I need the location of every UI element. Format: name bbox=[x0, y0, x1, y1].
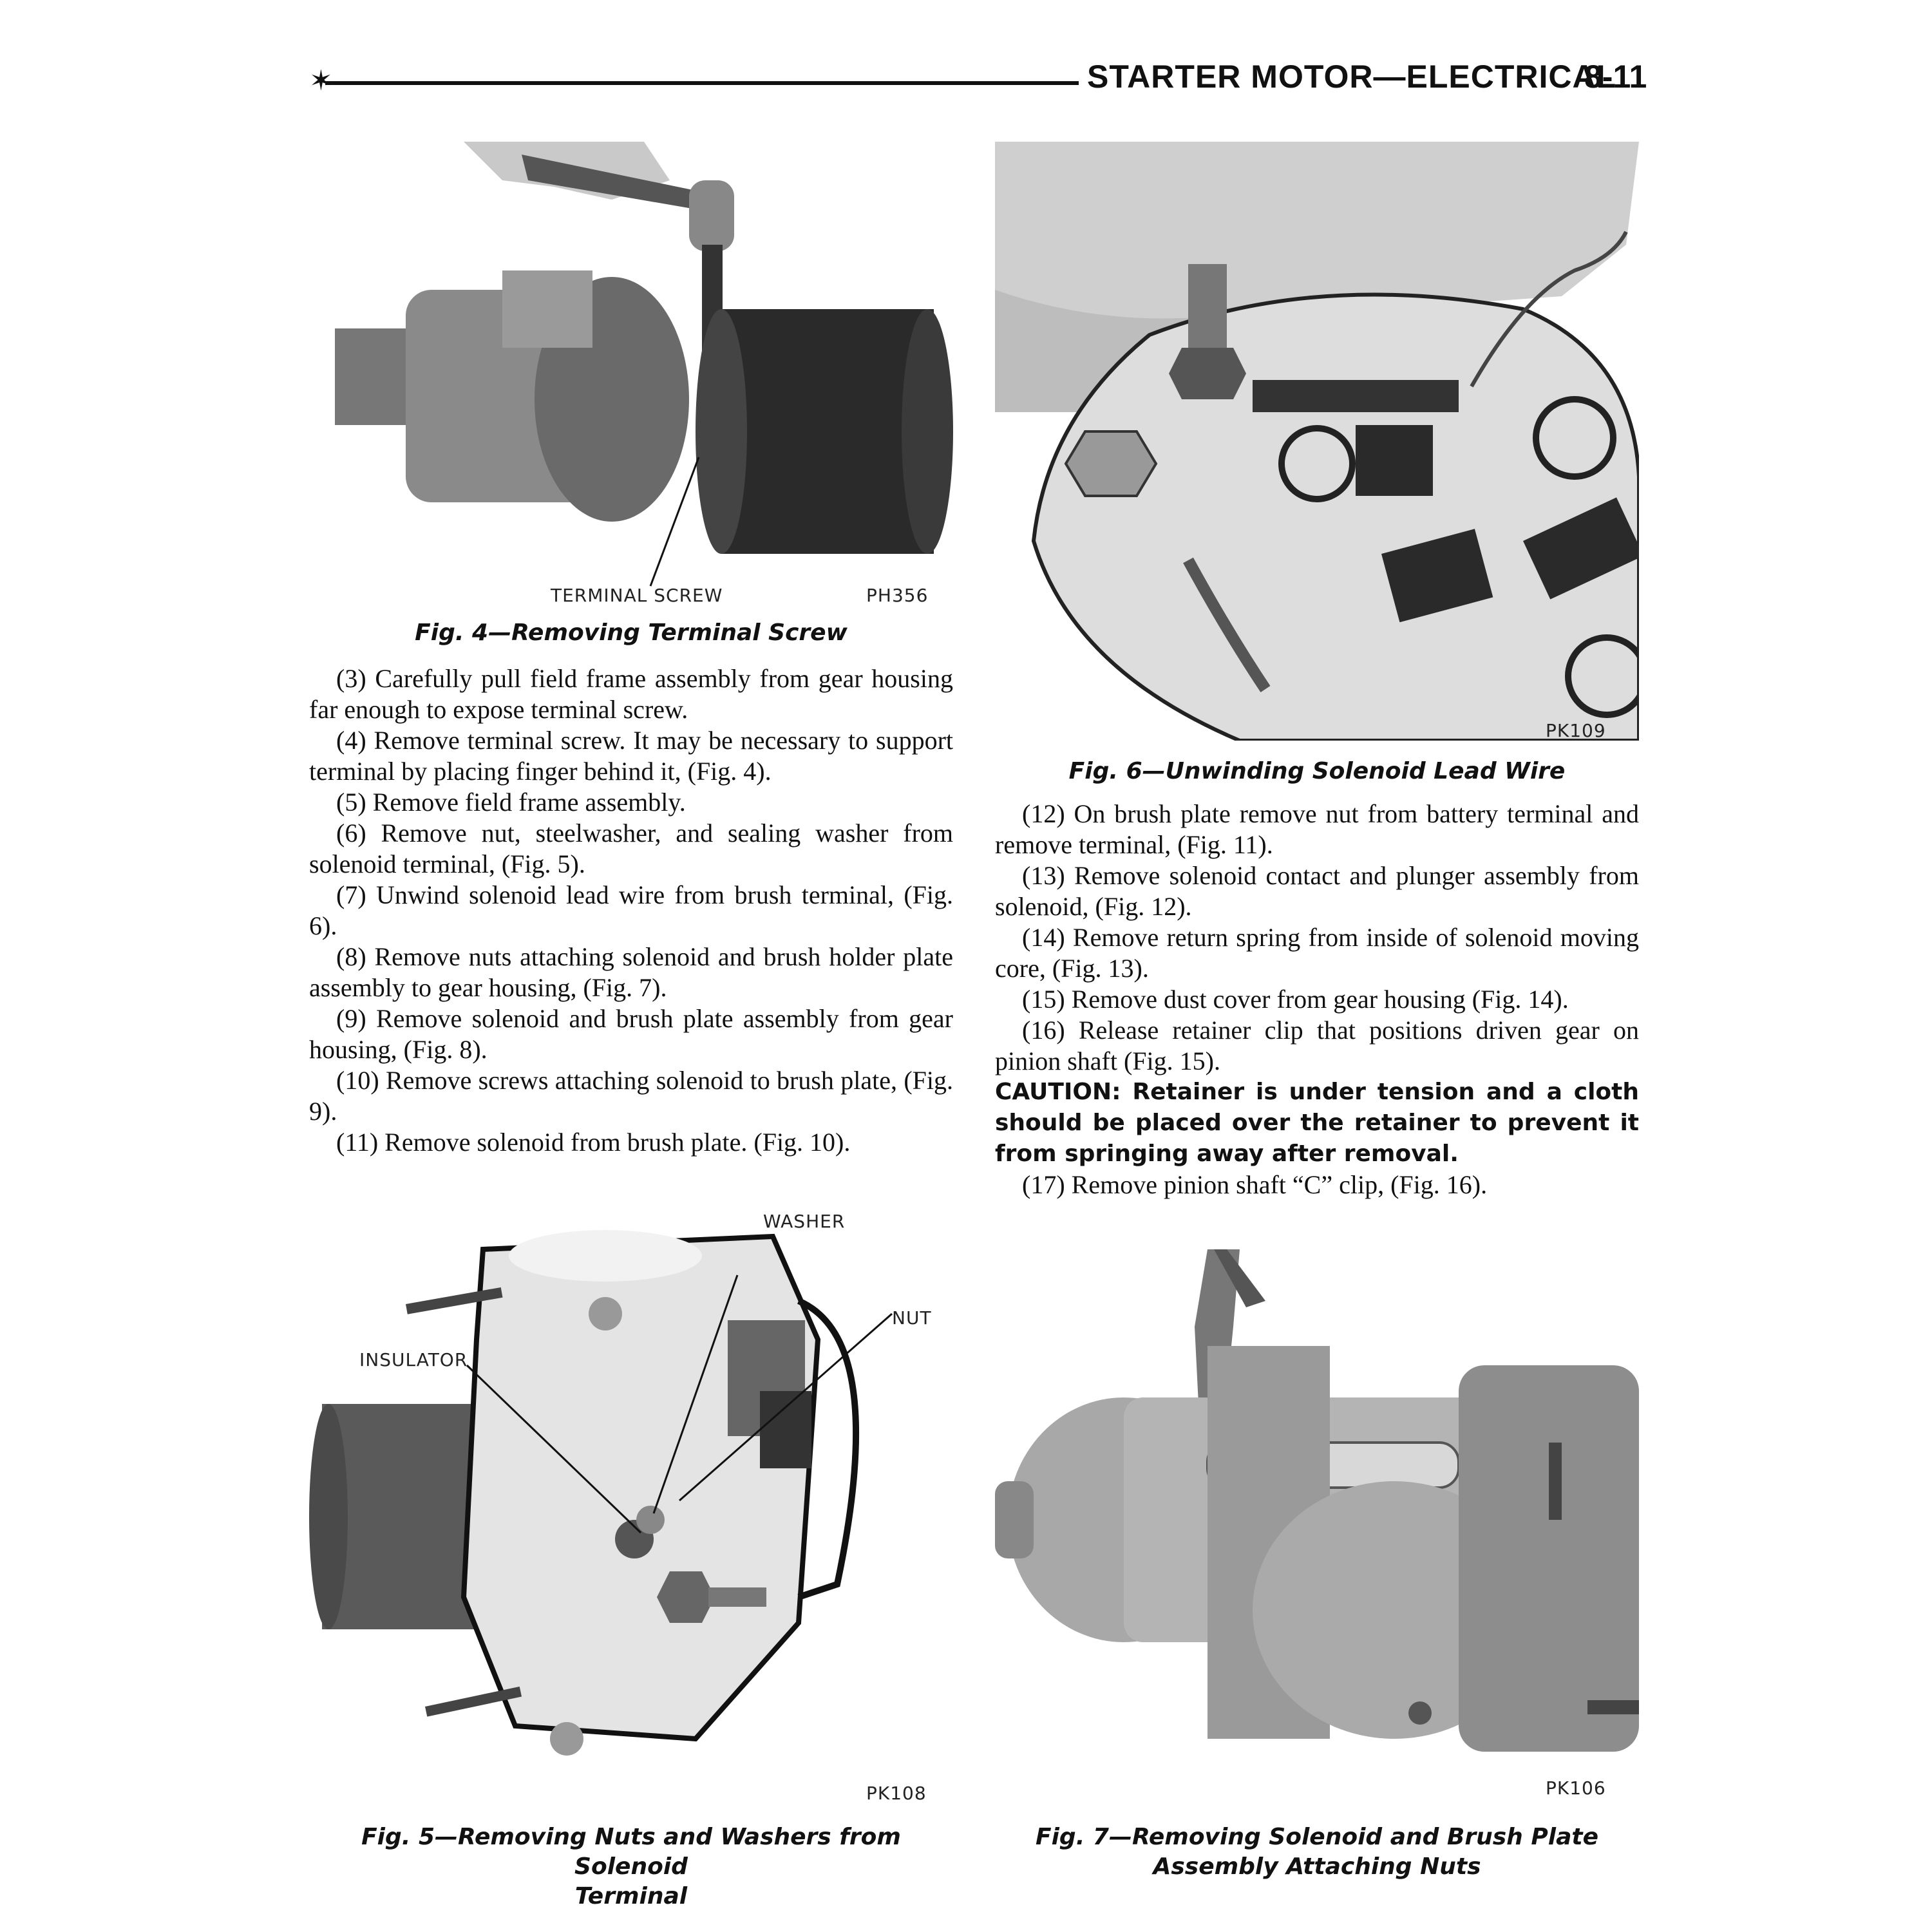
left-para-7: (7) Unwind solenoid lead wire from brush… bbox=[309, 880, 953, 940]
fig5-caption: Fig. 5—Removing Nuts and Washers from So… bbox=[309, 1823, 953, 1911]
fig4-label-terminal-screw: TERMINAL SCREW bbox=[551, 585, 723, 606]
right-para-12: (12) On brush plate remove nut from batt… bbox=[995, 799, 1639, 859]
fig7-code: PK106 bbox=[1546, 1777, 1606, 1799]
fig5-caption-line2: Terminal bbox=[574, 1883, 688, 1909]
fig5-photo bbox=[309, 1211, 960, 1803]
left-para-10: (10) Remove screws attaching solenoid to… bbox=[309, 1066, 953, 1126]
fig5-code: PK108 bbox=[866, 1783, 927, 1804]
page-number: 8-11 bbox=[1584, 59, 1647, 95]
right-para-14: (14) Remove return spring from inside of… bbox=[995, 923, 1639, 983]
right-para-16: (16) Release retainer clip that position… bbox=[995, 1016, 1639, 1075]
right-para-13: (13) Remove solenoid contact and plunger… bbox=[995, 861, 1639, 921]
header-marker: ✶ bbox=[309, 64, 333, 97]
fig7-caption-line1: Fig. 7—Removing Solenoid and Brush Plate bbox=[1036, 1824, 1598, 1850]
fig6-caption: Fig. 6—Unwinding Solenoid Lead Wire bbox=[1068, 758, 1566, 784]
left-para-4: (4) Remove terminal screw. It may be nec… bbox=[309, 726, 953, 786]
left-para-5: (5) Remove field frame assembly. bbox=[336, 788, 686, 817]
fig4-caption: Fig. 4—Removing Terminal Screw bbox=[415, 620, 848, 646]
fig6-code: PK109 bbox=[1546, 720, 1606, 741]
left-para-8: (8) Remove nuts attaching solenoid and b… bbox=[309, 942, 953, 1002]
right-para-17: (17) Remove pinion shaft “C” clip, (Fig.… bbox=[1022, 1170, 1488, 1199]
header-rule bbox=[325, 81, 1079, 85]
right-column: (12) On brush plate remove nut from batt… bbox=[995, 799, 1639, 1200]
left-para-9: (9) Remove solenoid and brush plate asse… bbox=[309, 1004, 953, 1064]
fig4-photo bbox=[309, 142, 953, 592]
fig6-photo bbox=[995, 142, 1639, 741]
fig5-label-nut: NUT bbox=[892, 1307, 932, 1329]
fig5-caption-line1: Fig. 5—Removing Nuts and Washers from So… bbox=[361, 1824, 901, 1880]
left-column: (3) Carefully pull field frame assembly … bbox=[309, 663, 953, 1158]
fig7-caption-line2: Assembly Attaching Nuts bbox=[1153, 1853, 1481, 1880]
caution-note: CAUTION: Retainer is under tension and a… bbox=[995, 1079, 1639, 1167]
right-para-15: (15) Remove dust cover from gear housing… bbox=[1022, 985, 1569, 1014]
page-title: STARTER MOTOR—ELECTRICAL bbox=[1087, 59, 1617, 95]
left-para-6: (6) Remove nut, steelwasher, and sealing… bbox=[309, 819, 953, 878]
fig5-label-insulator: INSULATOR bbox=[359, 1349, 468, 1370]
fig7-caption: Fig. 7—Removing Solenoid and Brush Plate… bbox=[995, 1823, 1639, 1882]
fig4-code: PH356 bbox=[866, 585, 929, 606]
fig5-label-washer: WASHER bbox=[763, 1211, 846, 1232]
left-para-3: (3) Carefully pull field frame assembly … bbox=[309, 664, 953, 724]
left-para-11: (11) Remove solenoid from brush plate. (… bbox=[336, 1128, 851, 1157]
fig7-photo bbox=[995, 1249, 1639, 1803]
